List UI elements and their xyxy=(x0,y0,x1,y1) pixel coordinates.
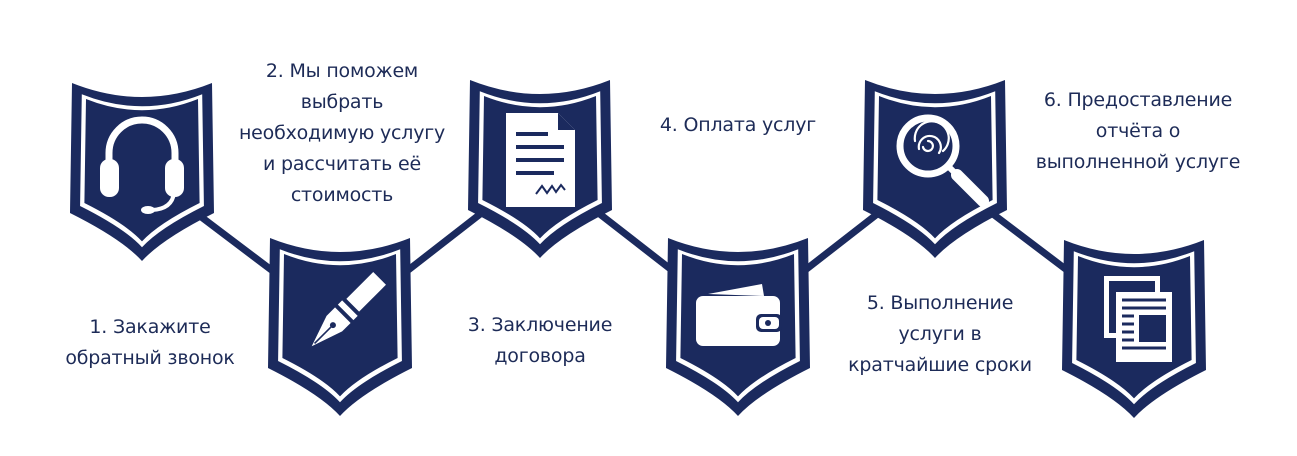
step-2-label-line: 2. Мы поможем xyxy=(265,60,419,82)
step-2-label-line: необходимую услугу xyxy=(238,122,446,144)
report-pages-icon xyxy=(1104,276,1172,362)
step-3-label-line: договора xyxy=(494,345,586,367)
step-2-label-line: выбрать xyxy=(300,91,384,113)
fountain-pen-icon xyxy=(311,272,386,347)
step-4-label: 4. Оплата услуг xyxy=(660,110,816,141)
step-1-label: 1. Закажите обратный звонок xyxy=(65,312,235,374)
step-2-label-line: стоимость xyxy=(290,184,394,206)
connector-line xyxy=(791,204,889,282)
connector-line xyxy=(394,204,492,282)
step-2-label: 2. Мы поможем выбрать необходимую услугу… xyxy=(239,56,445,211)
step-6-label-line: выполненной услуге xyxy=(1035,151,1241,173)
step-2-shield xyxy=(268,238,412,416)
step-3-label: 3. Заключение договора xyxy=(467,310,613,372)
headset-icon xyxy=(100,116,184,214)
connector-line xyxy=(588,204,686,282)
connector-line xyxy=(188,206,286,282)
step-6-label: 6. Предоставление отчёта о выполненной у… xyxy=(1036,85,1241,178)
step-4-label-line: 4. Оплата услуг xyxy=(659,114,817,136)
step-6-shield xyxy=(1062,240,1206,418)
step-6-label-line: 6. Предоставление xyxy=(1043,89,1233,111)
step-5-shield xyxy=(863,80,1007,258)
connector-lines xyxy=(188,204,1084,284)
step-5-label-line: кратчайшие сроки xyxy=(848,354,1032,376)
contract-document-icon xyxy=(506,113,575,207)
step-5-label-line: услуги в xyxy=(898,323,982,345)
step-5-label-line: 5. Выполнение xyxy=(866,292,1014,314)
step-1-shield xyxy=(70,83,214,261)
step-3-label-line: 3. Заключение xyxy=(467,314,613,336)
wallet-icon xyxy=(696,284,782,346)
fingerprint-magnifier-icon xyxy=(896,114,989,207)
step-1-label-line: 1. Закажите xyxy=(89,316,211,338)
step-1-label-line: обратный звонок xyxy=(65,347,235,369)
step-3-shield xyxy=(468,80,612,258)
step-6-label-line: отчёта о xyxy=(1095,120,1181,142)
step-5-label: 5. Выполнение услуги в кратчайшие сроки xyxy=(848,288,1032,381)
step-2-label-line: и рассчитать её xyxy=(263,153,421,175)
step-4-shield xyxy=(666,238,810,416)
